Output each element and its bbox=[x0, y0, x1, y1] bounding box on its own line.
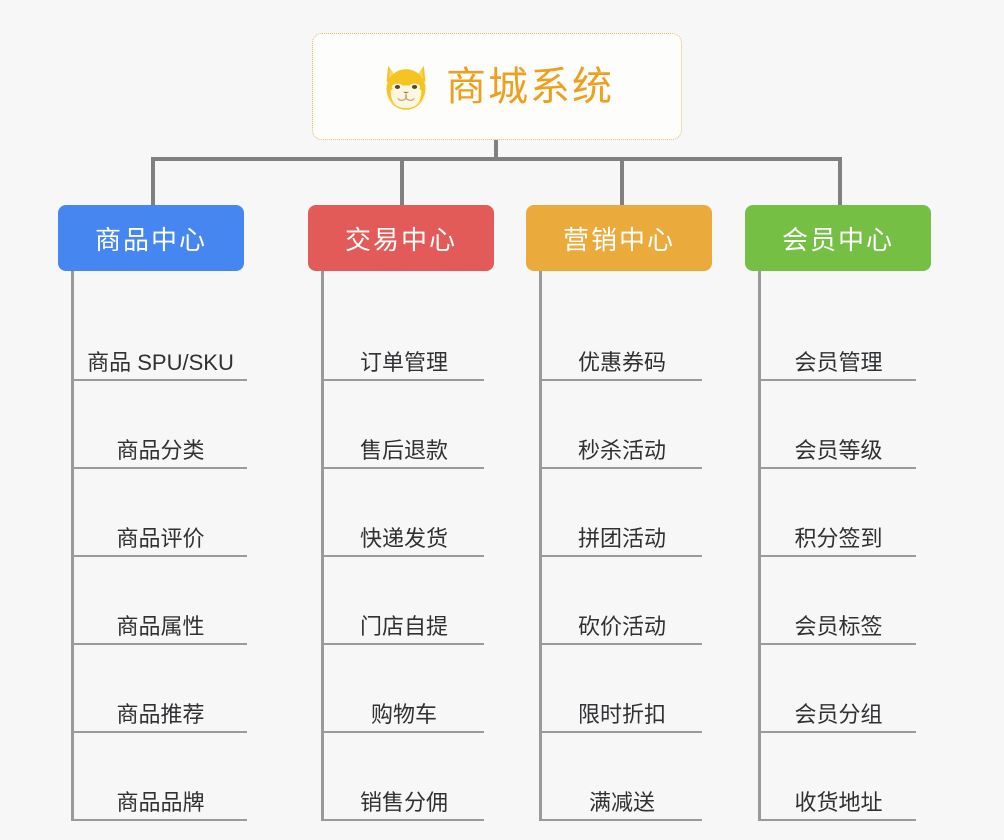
list-item[interactable]: 订单管理 bbox=[324, 293, 484, 381]
list-item[interactable]: 秒杀活动 bbox=[542, 381, 702, 469]
branch-items-1: 商品 SPU/SKU 商品分类 商品评价 商品属性 商品推荐 商品品牌 bbox=[71, 271, 247, 821]
connector-drop-1 bbox=[151, 157, 155, 209]
list-item[interactable]: 门店自提 bbox=[324, 557, 484, 645]
list-item[interactable]: 会员等级 bbox=[761, 381, 916, 469]
list-item-label: 会员分组 bbox=[794, 701, 883, 727]
list-item[interactable]: 购物车 bbox=[324, 645, 484, 733]
list-item-label: 秒杀活动 bbox=[577, 437, 666, 463]
branch-column-3: 营销中心 优惠券码 秒杀活动 拼团活动 砍价活动 限时折扣 满减送 bbox=[526, 205, 712, 821]
shiba-dog-face-icon bbox=[386, 65, 426, 110]
branch-header-label-3: 营销中心 bbox=[562, 224, 675, 255]
branch-header-3[interactable]: 营销中心 bbox=[526, 205, 712, 271]
list-item-label: 售后退款 bbox=[359, 437, 448, 463]
list-item-label: 拼团活动 bbox=[577, 525, 666, 551]
list-item-label: 商品品牌 bbox=[116, 789, 205, 815]
list-item-label: 会员标签 bbox=[794, 613, 883, 639]
list-item-label: 会员等级 bbox=[794, 437, 883, 463]
list-item-label: 限时折扣 bbox=[577, 701, 666, 727]
list-item[interactable]: 商品推荐 bbox=[74, 645, 247, 733]
list-item-label: 商品 SPU/SKU bbox=[87, 349, 234, 375]
branch-header-label-1: 商品中心 bbox=[94, 224, 207, 255]
list-item[interactable]: 会员管理 bbox=[761, 293, 916, 381]
list-item-label: 会员管理 bbox=[794, 349, 883, 375]
list-item-label: 订单管理 bbox=[359, 349, 448, 375]
list-item-label: 满减送 bbox=[588, 789, 655, 815]
list-item[interactable]: 商品品牌 bbox=[74, 733, 247, 821]
branch-column-1: 商品中心 商品 SPU/SKU 商品分类 商品评价 商品属性 商品推荐 商品品牌 bbox=[58, 205, 247, 821]
list-item-label: 积分签到 bbox=[794, 525, 883, 551]
branch-header-4[interactable]: 会员中心 bbox=[745, 205, 931, 271]
list-item-label: 门店自提 bbox=[359, 613, 448, 639]
branch-header-label-2: 交易中心 bbox=[344, 224, 457, 255]
list-item[interactable]: 商品分类 bbox=[74, 381, 247, 469]
list-item-label: 购物车 bbox=[370, 701, 437, 727]
list-item[interactable]: 商品属性 bbox=[74, 557, 247, 645]
list-item-label: 商品推荐 bbox=[116, 701, 205, 727]
branch-header-1[interactable]: 商品中心 bbox=[58, 205, 244, 271]
list-item[interactable]: 商品评价 bbox=[74, 469, 247, 557]
list-item[interactable]: 会员分组 bbox=[761, 645, 916, 733]
list-item-label: 商品分类 bbox=[116, 437, 205, 463]
branch-header-label-4: 会员中心 bbox=[781, 224, 894, 255]
list-item-label: 商品属性 bbox=[116, 613, 205, 639]
root-label: 商城系统 bbox=[446, 64, 614, 109]
list-item[interactable]: 销售分佣 bbox=[324, 733, 484, 821]
branch-column-2: 交易中心 订单管理 售后退款 快递发货 门店自提 购物车 销售分佣 bbox=[308, 205, 494, 821]
list-item-label: 商品评价 bbox=[116, 525, 205, 551]
list-item-label: 优惠券码 bbox=[577, 349, 666, 375]
list-item[interactable]: 满减送 bbox=[542, 733, 702, 821]
list-item[interactable]: 商品 SPU/SKU bbox=[74, 293, 247, 381]
root-node[interactable]: 商城系统 bbox=[312, 33, 682, 140]
list-item[interactable]: 砍价活动 bbox=[542, 557, 702, 645]
list-item[interactable]: 会员标签 bbox=[761, 557, 916, 645]
list-item[interactable]: 售后退款 bbox=[324, 381, 484, 469]
list-item-label: 快递发货 bbox=[359, 525, 448, 551]
list-item-label: 销售分佣 bbox=[359, 789, 448, 815]
list-item[interactable]: 拼团活动 bbox=[542, 469, 702, 557]
branch-items-4: 会员管理 会员等级 积分签到 会员标签 会员分组 收货地址 bbox=[758, 271, 916, 821]
branch-items-2: 订单管理 售后退款 快递发货 门店自提 购物车 销售分佣 bbox=[321, 271, 484, 821]
list-item[interactable]: 限时折扣 bbox=[542, 645, 702, 733]
connector-drop-2 bbox=[400, 157, 404, 209]
branch-column-4: 会员中心 会员管理 会员等级 积分签到 会员标签 会员分组 收货地址 bbox=[745, 205, 931, 821]
list-item-label: 砍价活动 bbox=[577, 613, 666, 639]
list-item[interactable]: 快递发货 bbox=[324, 469, 484, 557]
connector-root-stem bbox=[494, 140, 498, 161]
list-item[interactable]: 优惠券码 bbox=[542, 293, 702, 381]
list-item[interactable]: 收货地址 bbox=[761, 733, 916, 821]
connector-horizontal-bus bbox=[151, 157, 841, 161]
connector-drop-3 bbox=[620, 157, 624, 209]
branch-items-3: 优惠券码 秒杀活动 拼团活动 砍价活动 限时折扣 满减送 bbox=[539, 271, 702, 821]
connector-drop-4 bbox=[838, 157, 842, 209]
branch-header-2[interactable]: 交易中心 bbox=[308, 205, 494, 271]
list-item[interactable]: 积分签到 bbox=[761, 469, 916, 557]
list-item-label: 收货地址 bbox=[794, 789, 883, 815]
